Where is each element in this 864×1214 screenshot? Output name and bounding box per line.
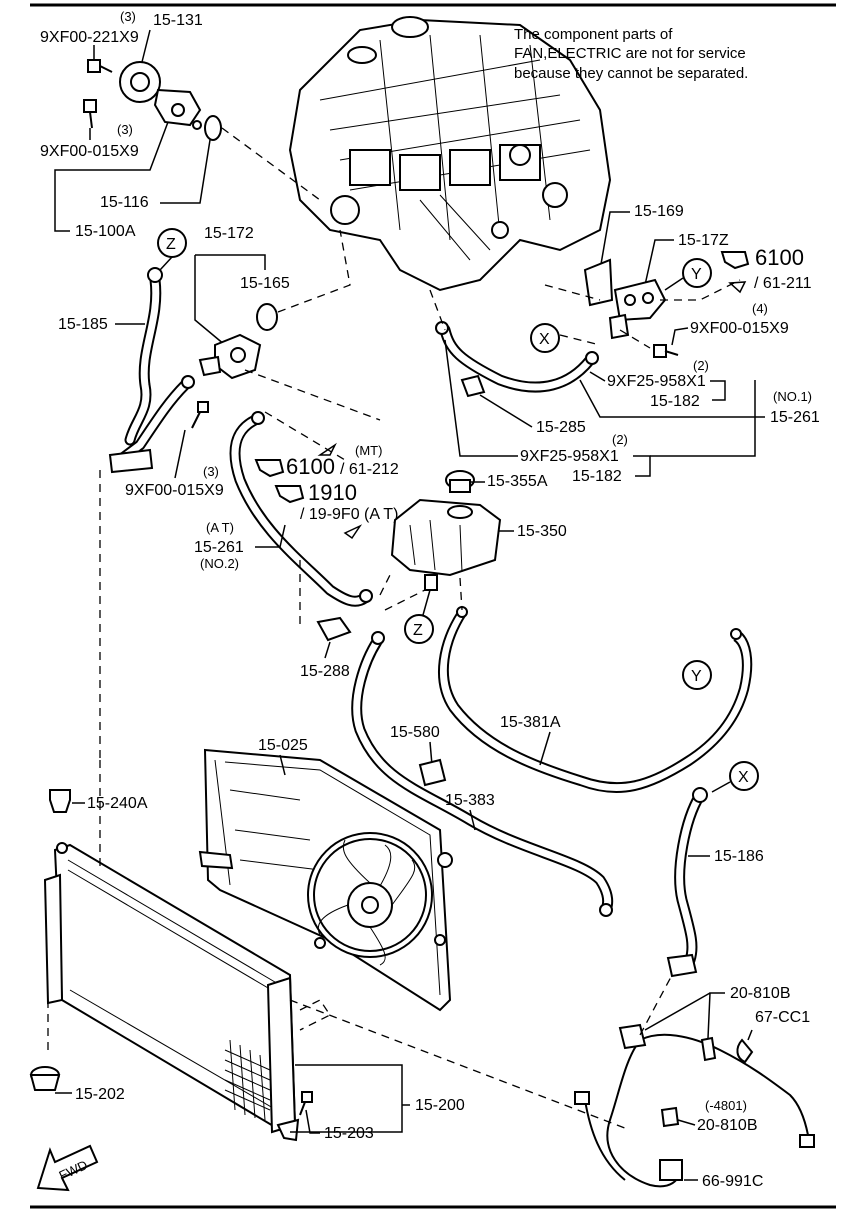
hand-icon-a [720, 251, 750, 270]
hose-15-185 [108, 267, 195, 474]
hose-15-186 [666, 787, 708, 978]
callout-y-top-label: Y [691, 266, 702, 283]
label-15-261-b: 15-261 [194, 539, 244, 556]
label-qty-3-a: (3) [120, 9, 136, 24]
label-qty-2-b: (2) [612, 432, 628, 447]
clamp-15-288 [316, 616, 352, 642]
label-20-810b-a: 20-810B [730, 985, 791, 1002]
label-9xf00-015x9-a: 9XF00-015X9 [40, 143, 139, 160]
callout-z-top-label: Z [166, 236, 176, 253]
label-15-165: 15-165 [240, 275, 290, 292]
wiring-harness [574, 1023, 815, 1188]
label-no1: (NO.1) [773, 389, 812, 404]
label-15-288: 15-288 [300, 663, 350, 680]
fwd-arrow-icon [36, 1144, 99, 1192]
label-15-261-a: 15-261 [770, 409, 820, 426]
label-15-285: 15-285 [536, 419, 586, 436]
label-at: (A T) [206, 520, 234, 535]
label-67-cc1: 67-CC1 [755, 1009, 810, 1026]
label-15-185: 15-185 [58, 316, 108, 333]
label-15-203: 15-203 [324, 1125, 374, 1142]
callout-y-lower [682, 660, 712, 690]
label-mt: (MT) [355, 443, 382, 458]
label-15-240a: 15-240A [87, 795, 148, 812]
connector-15-17z [583, 258, 667, 340]
radiator [43, 842, 300, 1142]
label-15-350: 15-350 [517, 523, 567, 540]
label-4801: (-4801) [705, 1098, 747, 1113]
mount-15-240a [49, 789, 71, 813]
fan-shroud [198, 748, 453, 1012]
label-15-202: 15-202 [75, 1086, 125, 1103]
label-15-580: 15-580 [390, 724, 440, 741]
label-qty-2-a: (2) [693, 358, 709, 373]
label-15-381a: 15-381A [500, 714, 561, 731]
label-ref-61-211: / 61-211 [754, 275, 812, 292]
engine-block [288, 16, 612, 292]
callout-y-top [682, 258, 712, 288]
label-15-172: 15-172 [204, 225, 254, 242]
coolant-reservoir [390, 470, 502, 591]
bolt-15-203 [301, 1091, 313, 1103]
note-line-1: The component parts of [514, 26, 673, 43]
water-outlet [198, 333, 262, 380]
callout-x-top-label: X [539, 331, 550, 348]
hose-15-261-no2 [229, 411, 373, 607]
hose-15-261-no1 [435, 321, 599, 393]
label-9xf25-958x1-a: 9XF25-958X1 [607, 373, 706, 390]
label-15-025: 15-025 [258, 737, 308, 754]
label-15-116: 15-116 [100, 194, 149, 211]
label-9xf00-221x9: 9XF00-221X9 [40, 29, 139, 46]
label-66-991c: 66-991C [702, 1173, 763, 1190]
label-ref-6100-b: 6100 [286, 454, 335, 479]
label-15-169: 15-169 [634, 203, 684, 220]
callout-z-lower [404, 614, 434, 644]
label-15-17z: 15-17Z [678, 232, 729, 249]
label-ref-6100-a: 6100 [755, 245, 804, 270]
label-9xf00-015x9-b: 9XF00-015X9 [690, 320, 789, 337]
label-ref-1910: 1910 [308, 480, 357, 505]
note-line-3: because they cannot be separated. [514, 65, 748, 82]
label-15-182-b: 15-182 [572, 468, 622, 485]
note-line-2: FAN,ELECTRIC are not for service [514, 45, 746, 62]
label-ref-19-9f0: / 19-9F0 (A T) [300, 506, 398, 523]
label-no2: (NO.2) [200, 556, 239, 571]
label-15-355a: 15-355A [487, 473, 548, 490]
clip-15-580 [418, 758, 447, 787]
callout-x-lower-label: X [738, 769, 749, 786]
callout-y-lower-label: Y [691, 668, 702, 685]
callout-x-top [530, 323, 560, 353]
label-15-186: 15-186 [714, 848, 764, 865]
label-15-383: 15-383 [445, 792, 495, 809]
label-qty-4: (4) [752, 301, 768, 316]
callout-z-lower-label: Z [413, 622, 423, 639]
hose-15-381a [438, 606, 753, 794]
label-15-131: 15-131 [153, 12, 203, 29]
label-15-200: 15-200 [415, 1097, 465, 1114]
hand-icon-c [274, 485, 305, 504]
callout-x-lower [729, 761, 759, 791]
label-9xf00-015x9-c: 9XF00-015X9 [125, 482, 224, 499]
label-9xf25-958x1-b: 9XF25-958X1 [520, 448, 619, 465]
label-qty-3-b: (3) [117, 122, 133, 137]
label-15-182-a: 15-182 [650, 393, 700, 410]
label-20-810b-b: 20-810B [697, 1117, 758, 1134]
mount-15-202 [29, 1066, 61, 1091]
label-15-100a: 15-100A [75, 223, 136, 240]
hand-icon-b [254, 459, 285, 478]
hose-15-383 [351, 631, 614, 917]
label-qty-3-c: (3) [203, 464, 219, 479]
label-ref-61-212: / 61-212 [340, 461, 399, 478]
thermostat-assembly [83, 59, 222, 141]
